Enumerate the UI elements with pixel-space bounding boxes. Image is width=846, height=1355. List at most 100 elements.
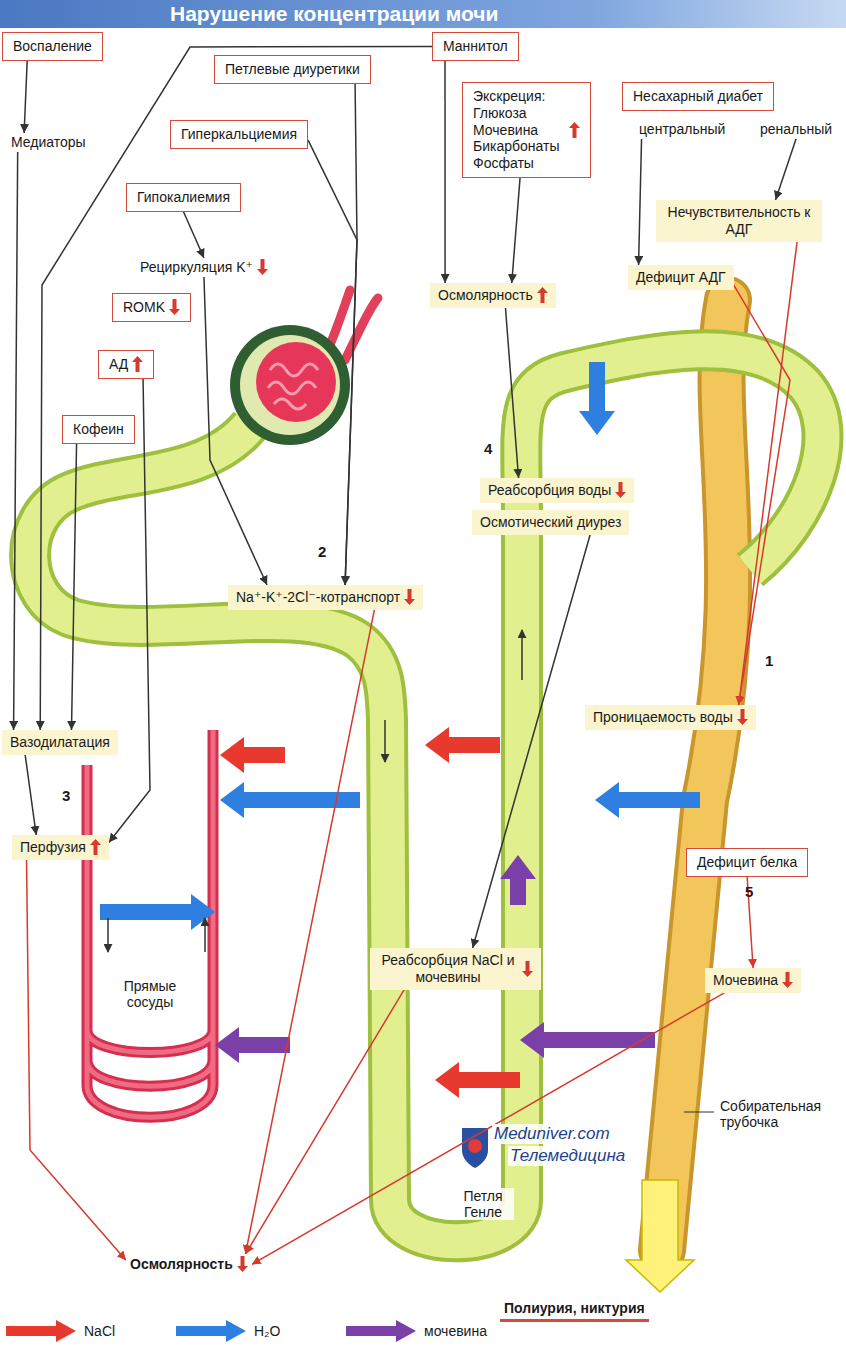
urea-arrow	[239, 1037, 290, 1053]
connector	[444, 61, 446, 283]
connector	[24, 61, 27, 133]
mechanism-box: Мочевина	[705, 968, 801, 993]
flow-arrow	[384, 720, 386, 762]
node-text: Несахарный диабет	[633, 88, 763, 105]
connector	[71, 444, 76, 730]
structure-label: Собирательная трубочка	[718, 1098, 812, 1130]
nacl-arrow	[244, 747, 285, 763]
legend-text: мочевина	[424, 1323, 487, 1339]
increase-arrow	[569, 122, 580, 138]
connector	[27, 860, 126, 1260]
mechanism-box: Осмотический диурез	[472, 510, 629, 535]
mechanism-box: Na⁺-K⁺-2Cl⁻-котранспорт	[228, 585, 423, 610]
node-text: Экскреция: Глюкоза Мочевина Бикарбонаты …	[473, 88, 565, 172]
subtype-text: центральный	[636, 120, 728, 139]
diagram-title: Нарушение концентрации мочи	[170, 2, 498, 26]
watermark-cross	[468, 1139, 482, 1153]
legend-entry: H₂O	[176, 1320, 280, 1342]
connector	[512, 178, 520, 283]
mechanism-box: Реабсорбция воды	[480, 478, 634, 503]
legend-text: NaCl	[84, 1323, 115, 1339]
connector	[505, 308, 518, 478]
urine-outflow-arrow	[626, 1180, 694, 1292]
node-text: Полиурия, никтурия	[504, 1300, 645, 1317]
node-text: Дефицит белка	[697, 854, 797, 871]
legend-swatch	[6, 1320, 76, 1342]
node-text: ROMK	[123, 299, 165, 316]
legend-entry: NaCl	[6, 1320, 115, 1342]
bowman-capsule	[230, 325, 350, 445]
glomerulus	[256, 342, 336, 422]
connector	[40, 46, 432, 730]
callout-number: 3	[62, 787, 70, 804]
mechanism-box: Вазодилатация	[2, 730, 118, 755]
connector	[734, 285, 790, 705]
watermark: Meduniver.com	[492, 1124, 612, 1144]
urea-arrow	[544, 1032, 655, 1048]
callout-number: 5	[745, 883, 753, 900]
decrease-arrow	[237, 1256, 248, 1272]
connector	[739, 242, 797, 705]
node-text: Осмолярность	[438, 287, 533, 304]
increase-arrow	[132, 356, 143, 372]
cause-box: Дефицит белка	[686, 848, 808, 877]
mechanism-box: Дефицит АДГ	[628, 265, 734, 290]
nacl-arrow	[459, 1072, 520, 1088]
result-text: Осмолярность	[126, 1254, 252, 1275]
decrease-arrow	[522, 961, 533, 977]
connector	[776, 139, 797, 200]
node-text: АД	[109, 356, 128, 373]
increase-arrow	[537, 287, 548, 303]
node-text: Перфузия	[20, 839, 86, 856]
mechanism-box: Проницаемость воды	[585, 705, 756, 730]
node-text: Осмолярность	[130, 1256, 233, 1273]
decrease-arrow	[615, 482, 626, 498]
connector	[14, 152, 18, 730]
urea-arrow	[510, 879, 526, 905]
capillary-tuft	[268, 364, 318, 409]
water-arrow	[589, 362, 605, 411]
header-bar: Нарушение концентрации мочи	[0, 0, 846, 28]
cause-box: Экскреция: Глюкоза Мочевина Бикарбонаты …	[462, 82, 591, 178]
nacl-arrow	[449, 737, 500, 753]
cause-box: Воспаление	[2, 32, 103, 61]
outcome-text: Полиурия, никтурия	[500, 1298, 649, 1322]
watermark-shield	[462, 1128, 488, 1168]
node-text: Дефицит АДГ	[636, 269, 726, 286]
node-text: Петлевые диуретики	[225, 61, 360, 78]
mechanism-text: Рециркуляция K⁺	[137, 258, 271, 277]
connector	[109, 379, 150, 843]
connector	[204, 277, 267, 585]
legend-swatch	[176, 1320, 246, 1342]
callout-number: 4	[484, 440, 492, 457]
mechanism-text: Медиаторы	[8, 133, 89, 152]
connector	[639, 139, 642, 265]
node-text: Воспаление	[13, 38, 92, 55]
mechanism-box: Перфузия	[12, 835, 109, 860]
connector	[245, 990, 404, 1254]
nephron-tubule	[30, 350, 822, 1241]
connector	[252, 993, 724, 1265]
cause-box: Гипокалиемия	[126, 183, 241, 212]
water-arrow	[100, 904, 191, 920]
node-text: Вазодилатация	[10, 734, 110, 751]
node-text: Реабсорбция воды	[488, 482, 611, 499]
node-text: ренальный	[760, 121, 832, 138]
node-text: Кофеин	[73, 421, 124, 438]
callout-number: 1	[765, 652, 773, 669]
node-text: Рециркуляция K⁺	[140, 259, 253, 276]
increase-arrow	[90, 839, 101, 855]
node-text: Проницаемость воды	[593, 709, 733, 726]
connector	[245, 610, 374, 1254]
decrease-arrow	[404, 589, 415, 605]
cause-box: Петлевые диуретики	[214, 55, 371, 84]
capsule-space	[240, 335, 340, 435]
cause-box: Гиперкальциемия	[170, 120, 308, 149]
node-text: Мочевина	[713, 972, 778, 989]
node-text: Гипокалиемия	[137, 189, 230, 206]
connector	[345, 84, 357, 585]
cause-box: Маннитол	[432, 32, 519, 61]
cause-box: АД	[98, 350, 154, 379]
structure-label: Петля Генле	[452, 1188, 514, 1220]
